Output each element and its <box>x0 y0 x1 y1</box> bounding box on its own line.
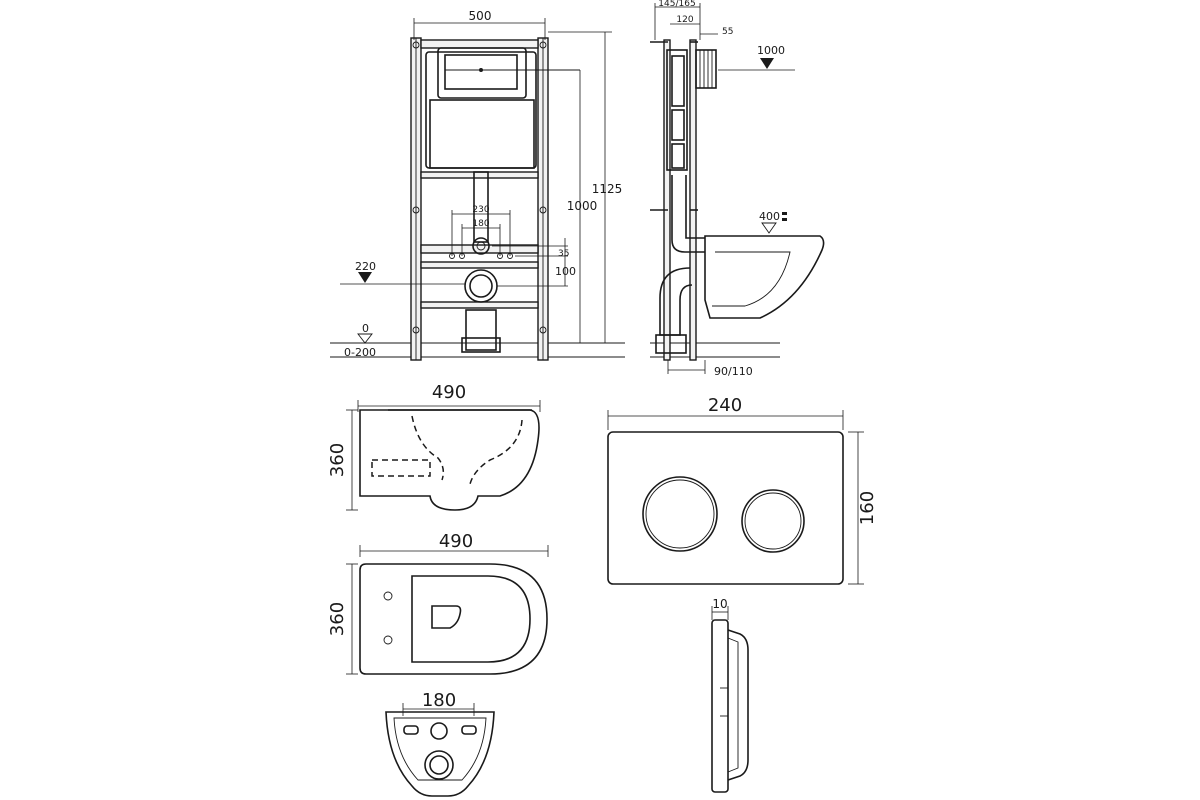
plate-width-label: 240 <box>708 395 742 416</box>
plate-height-label: 160 <box>857 491 878 525</box>
level-0-200-label: 0-200 <box>344 346 376 359</box>
dim-120-label: 120 <box>676 15 693 25</box>
bowl-top-width-label: 360 <box>327 602 348 636</box>
flush-plate-side: 10 <box>711 597 749 793</box>
bowl-top-length-label: 490 <box>439 531 473 552</box>
dim-145-165-label: 145/165 <box>658 0 695 9</box>
front-view-frame: 500 1125 1000 230 180 35 100 220 0 0-200 <box>330 9 625 361</box>
dim-180-label: 180 <box>472 219 489 229</box>
dim-1000-label: 1000 <box>567 199 598 213</box>
dim-55-label: 55 <box>722 27 733 37</box>
dim-35-label: 35 <box>558 249 569 259</box>
flush-button-small <box>741 489 805 553</box>
bowl-back-view: 180 <box>385 690 495 797</box>
bowl-back-width-label: 180 <box>422 690 456 711</box>
dim-500-label: 500 <box>469 9 492 23</box>
dim-100-label: 100 <box>555 265 576 278</box>
bowl-side-height-label: 360 <box>327 443 348 477</box>
level-400-label: 400 <box>759 210 780 223</box>
flush-button-large <box>642 476 718 552</box>
dim-230-label: 230 <box>472 205 489 215</box>
level-0-label: 0 <box>362 322 369 335</box>
level-1000-label: 1000 <box>757 44 785 57</box>
bowl-top-view: 490 360 <box>327 531 549 675</box>
level-220-label: 220 <box>355 260 376 273</box>
bowl-side-length-label: 490 <box>432 382 466 403</box>
plate-thickness-label: 10 <box>712 597 727 611</box>
flush-plate-front: 240 160 <box>607 395 878 585</box>
dim-90-110-label: 90/110 <box>714 365 753 378</box>
side-view-frame: 145/165 120 55 1000 400 90/110 <box>650 0 825 378</box>
bowl-side-view: 490 360 <box>327 382 541 511</box>
dim-1125-label: 1125 <box>592 182 623 196</box>
